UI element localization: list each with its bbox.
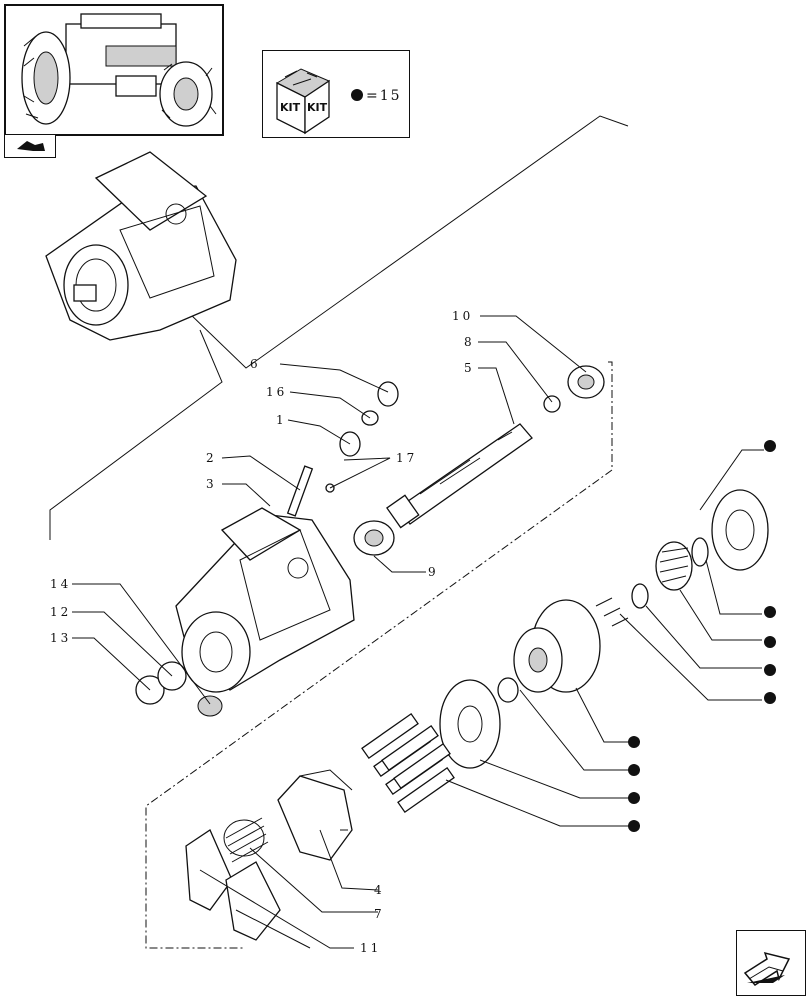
spring [655, 541, 693, 591]
callout-11: 11 [360, 941, 381, 955]
kit-marker-dot-2 [764, 606, 776, 618]
kit-legend: KIT KIT =15 [262, 50, 410, 138]
kit-marker-dot-5 [764, 692, 776, 704]
callout-7: 7 [374, 907, 385, 921]
callout-16: 16 [266, 385, 287, 399]
callout-10: 10 [452, 309, 473, 323]
retainer-plate [439, 679, 501, 769]
kit-marker-dot-3 [764, 636, 776, 648]
callout-3: 3 [206, 477, 217, 491]
guide [497, 677, 519, 703]
kit-box-icon: KIT KIT [275, 68, 331, 135]
kit-quantity: =15 [366, 88, 402, 104]
ball-14 [197, 695, 223, 717]
back-arrow-icon [17, 141, 45, 151]
plug-6 [377, 381, 399, 407]
pin-2 [286, 465, 314, 517]
pistons [361, 712, 455, 814]
pump-housing [175, 507, 355, 693]
back-button[interactable] [4, 134, 56, 158]
assembled-pump [45, 151, 237, 341]
callout-2: 2 [206, 451, 217, 465]
drive-shaft [386, 423, 533, 529]
plate [711, 489, 769, 571]
spring-7 [223, 817, 269, 863]
next-page-button[interactable] [736, 930, 806, 996]
kit-marker-dot-1 [764, 440, 776, 452]
shell-11a [185, 829, 233, 911]
callout-14: 14 [50, 577, 71, 591]
callout-5: 5 [464, 361, 475, 375]
seal-12 [157, 661, 187, 691]
kit-marker-dot-8 [628, 792, 640, 804]
cylinder-block [531, 599, 601, 693]
shell-11b [225, 861, 281, 941]
fitting-1 [339, 431, 361, 457]
kit-marker-dot-7 [628, 764, 640, 776]
swash-plate [277, 775, 353, 861]
bearing-10 [567, 365, 605, 399]
callout-9: 9 [428, 565, 439, 579]
callout-17: 17 [396, 451, 417, 465]
kit-marker-dot-6 [628, 736, 640, 748]
kit-marker-dot-4 [764, 664, 776, 676]
callout-1: 1 [276, 413, 287, 427]
kit-label-right: KIT [307, 101, 328, 114]
callout-8: 8 [464, 335, 475, 349]
oring-16 [361, 410, 379, 426]
callout-4: 4 [374, 883, 385, 897]
callout-12: 12 [50, 605, 71, 619]
ring-8 [543, 395, 561, 413]
tractor-thumbnail-icon [21, 13, 217, 127]
kit-label-left: KIT [280, 101, 301, 114]
snap-ring-13 [135, 675, 165, 705]
filled-dot-icon [351, 89, 363, 101]
callout-6: 6 [250, 357, 261, 371]
kit-marker-dot-9 [628, 820, 640, 832]
oring-17 [325, 483, 335, 493]
tractor-thumbnail [4, 4, 224, 136]
next-page-arrow-icon [743, 951, 791, 986]
bearing-9 [353, 520, 395, 556]
callout-13: 13 [50, 631, 71, 645]
